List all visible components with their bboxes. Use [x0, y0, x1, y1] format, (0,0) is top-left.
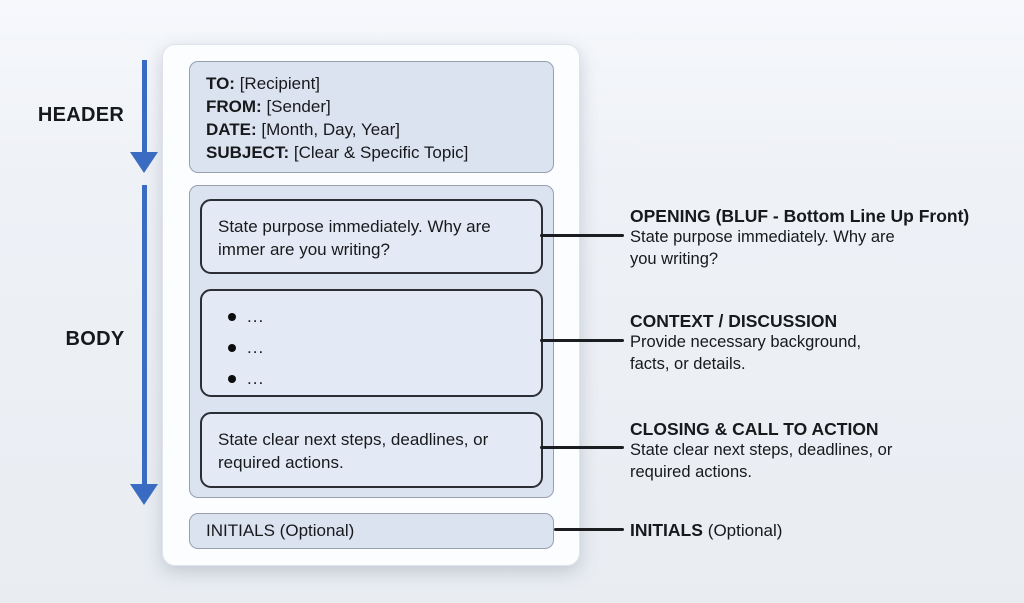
context-bullets-box: ... ... ...	[200, 289, 543, 397]
body-section-label: BODY	[65, 328, 125, 350]
annotation-body: Provide necessary background, facts, or …	[630, 333, 862, 373]
connector-line-closing	[540, 446, 624, 449]
field-value: [Month, Day, Year]	[261, 120, 401, 139]
bullet-dot-icon	[228, 343, 236, 352]
field-label: DATE:	[206, 120, 257, 139]
arrow-shaft	[142, 185, 147, 485]
annotation-body: State purpose immediately. Why are you w…	[630, 228, 895, 268]
header-field-subject: SUBJECT: [Clear & Specific Topic]	[206, 141, 537, 164]
field-label: FROM:	[206, 97, 262, 116]
annotation-heading: CONTEXT / DISCUSSION	[630, 311, 838, 331]
closing-box: State clear next steps, deadlines, or re…	[200, 412, 543, 488]
annotation-body: (Optional)	[707, 521, 783, 540]
bullet-text: ...	[247, 369, 265, 388]
annotation-closing: CLOSING & CALL TO ACTION State clear nex…	[630, 418, 905, 483]
annotation-opening: OPENING (BLUF - Bottom Line Up Front) St…	[630, 205, 969, 270]
connector-line-opening	[540, 234, 624, 237]
connector-line-initials	[554, 528, 624, 531]
field-value: [Clear & Specific Topic]	[293, 143, 469, 162]
arrow-shaft	[142, 60, 147, 154]
annotation-context: CONTEXT / DISCUSSION Provide necessary b…	[630, 310, 875, 375]
closing-text: State clear next steps, deadlines, or re…	[218, 430, 489, 472]
memo-header-box: TO: [Recipient] FROM: [Sender] DATE: [Mo…	[189, 61, 554, 173]
arrow-down-head-icon	[130, 152, 158, 173]
annotation-initials: INITIALS (Optional)	[630, 519, 782, 542]
opening-box: State purpose immediately. Why are immer…	[200, 199, 543, 274]
memo-card: TO: [Recipient] FROM: [Sender] DATE: [Mo…	[162, 44, 580, 566]
header-field-date: DATE: [Month, Day, Year]	[206, 118, 537, 141]
field-label: SUBJECT:	[206, 143, 290, 162]
field-label: TO:	[206, 74, 235, 93]
bullet-item: ...	[218, 301, 525, 332]
initials-box: INITIALS (Optional)	[189, 513, 554, 549]
bullet-text: ...	[247, 338, 265, 357]
field-value: [Sender]	[266, 97, 331, 116]
field-value: [Recipient]	[239, 74, 321, 93]
header-section-label: HEADER	[37, 104, 125, 126]
annotation-body: State clear next steps, deadlines, or re…	[630, 441, 893, 481]
bullet-dot-icon	[228, 374, 236, 383]
annotation-heading: CLOSING & CALL TO ACTION	[630, 419, 879, 439]
connector-line-context	[540, 339, 624, 342]
annotation-heading: OPENING (BLUF - Bottom Line Up Front)	[630, 206, 970, 226]
arrow-down-head-icon	[130, 484, 158, 505]
memo-body-box: State purpose immediately. Why are immer…	[189, 185, 554, 498]
body-span-arrow-icon	[129, 185, 159, 507]
bullet-dot-icon	[228, 312, 236, 321]
header-span-arrow-icon	[129, 60, 159, 173]
initials-text: INITIALS (Optional)	[206, 521, 355, 540]
annotation-heading: INITIALS	[630, 520, 703, 540]
bullet-item: ...	[218, 363, 525, 394]
bullet-text: ...	[247, 307, 265, 326]
header-field-from: FROM: [Sender]	[206, 95, 537, 118]
bullet-item: ...	[218, 332, 525, 363]
opening-text: State purpose immediately. Why are immer…	[218, 217, 491, 259]
header-field-to: TO: [Recipient]	[206, 72, 537, 95]
